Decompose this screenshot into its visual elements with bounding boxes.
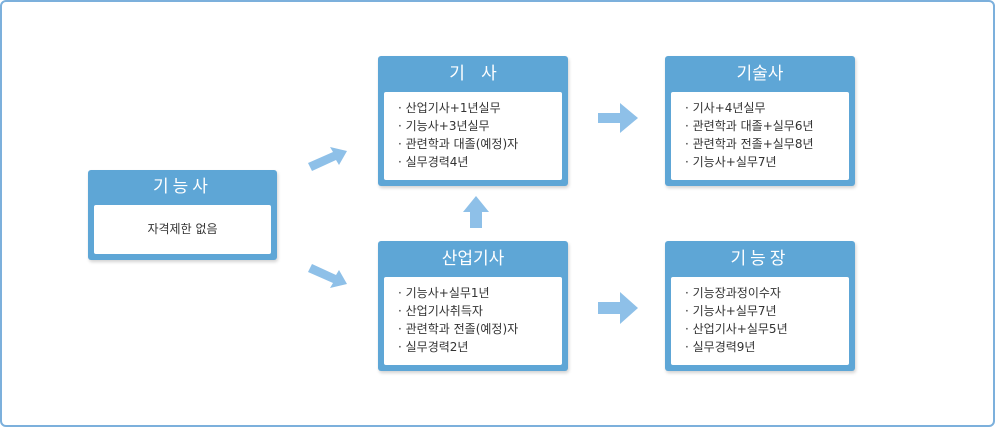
no-restriction-text: 자격제한 없음 — [147, 222, 218, 236]
requirement-list: 기능사+실무1년 산업기사취득자 관련학과 전졸(예정)자 실무경력2년 — [384, 277, 562, 356]
arrow-to-gisa — [308, 147, 347, 171]
box-title: 기능사 — [153, 177, 212, 197]
list-item: 산업기사취득자 — [398, 302, 562, 320]
box-title: 기능장 — [730, 249, 790, 269]
box-body: 기능장과정이수자 기능사+실무7년 산업기사+실무5년 실무경력9년 — [671, 277, 849, 365]
requirement-list: 기사+4년실무 관련학과 대졸+실무6년 관련학과 전졸+실무8년 기능사+실무… — [671, 92, 849, 171]
list-item: 기능사+실무7년 — [685, 302, 849, 320]
arrow-to-gineungjang — [598, 292, 638, 324]
box-gineungjang: 기능장 기능장과정이수자 기능사+실무7년 산업기사+실무5년 실무경력9년 — [665, 241, 855, 371]
box-body: 기사+4년실무 관련학과 대졸+실무6년 관련학과 전졸+실무8년 기능사+실무… — [671, 92, 849, 180]
requirement-list: 기능장과정이수자 기능사+실무7년 산업기사+실무5년 실무경력9년 — [671, 277, 849, 356]
list-item: 기능사+실무7년 — [685, 153, 849, 171]
box-saneopgisa: 산업기사 기능사+실무1년 산업기사취득자 관련학과 전졸(예정)자 실무경력2… — [378, 241, 568, 371]
list-item: 기사+4년실무 — [685, 99, 849, 117]
box-gisa: 기 사 산업기사+1년실무 기능사+3년실무 관련학과 대졸(예정)자 실무경력… — [378, 56, 568, 186]
box-title: 산업기사 — [441, 249, 505, 269]
box-gisulsa: 기술사 기사+4년실무 관련학과 대졸+실무6년 관련학과 전졸+실무8년 기능… — [665, 56, 855, 186]
requirement-list: 산업기사+1년실무 기능사+3년실무 관련학과 대졸(예정)자 실무경력4년 — [384, 92, 562, 171]
box-body: 자격제한 없음 — [94, 205, 271, 254]
list-item: 기능사+실무1년 — [398, 284, 562, 302]
list-item: 기능장과정이수자 — [685, 284, 849, 302]
box-gineungsa: 기능사 자격제한 없음 — [88, 170, 277, 260]
box-title: 기 사 — [449, 64, 497, 84]
arrow-to-saneopgisa — [308, 264, 347, 288]
list-item: 기능사+3년실무 — [398, 117, 562, 135]
list-item: 관련학과 대졸+실무6년 — [685, 117, 849, 135]
list-item: 실무경력9년 — [685, 338, 849, 356]
box-body: 산업기사+1년실무 기능사+3년실무 관련학과 대졸(예정)자 실무경력4년 — [384, 92, 562, 180]
list-item: 실무경력2년 — [398, 338, 562, 356]
list-item: 관련학과 전졸(예정)자 — [398, 320, 562, 338]
arrow-to-gisulsa — [598, 103, 638, 133]
list-item: 실무경력4년 — [398, 153, 562, 171]
list-item: 관련학과 대졸(예정)자 — [398, 135, 562, 153]
arrow-up-to-gisa — [463, 196, 489, 228]
list-item: 산업기사+실무5년 — [685, 320, 849, 338]
box-title: 기술사 — [736, 64, 784, 84]
list-item: 산업기사+1년실무 — [398, 99, 562, 117]
list-item: 관련학과 전졸+실무8년 — [685, 135, 849, 153]
box-body: 기능사+실무1년 산업기사취득자 관련학과 전졸(예정)자 실무경력2년 — [384, 277, 562, 365]
